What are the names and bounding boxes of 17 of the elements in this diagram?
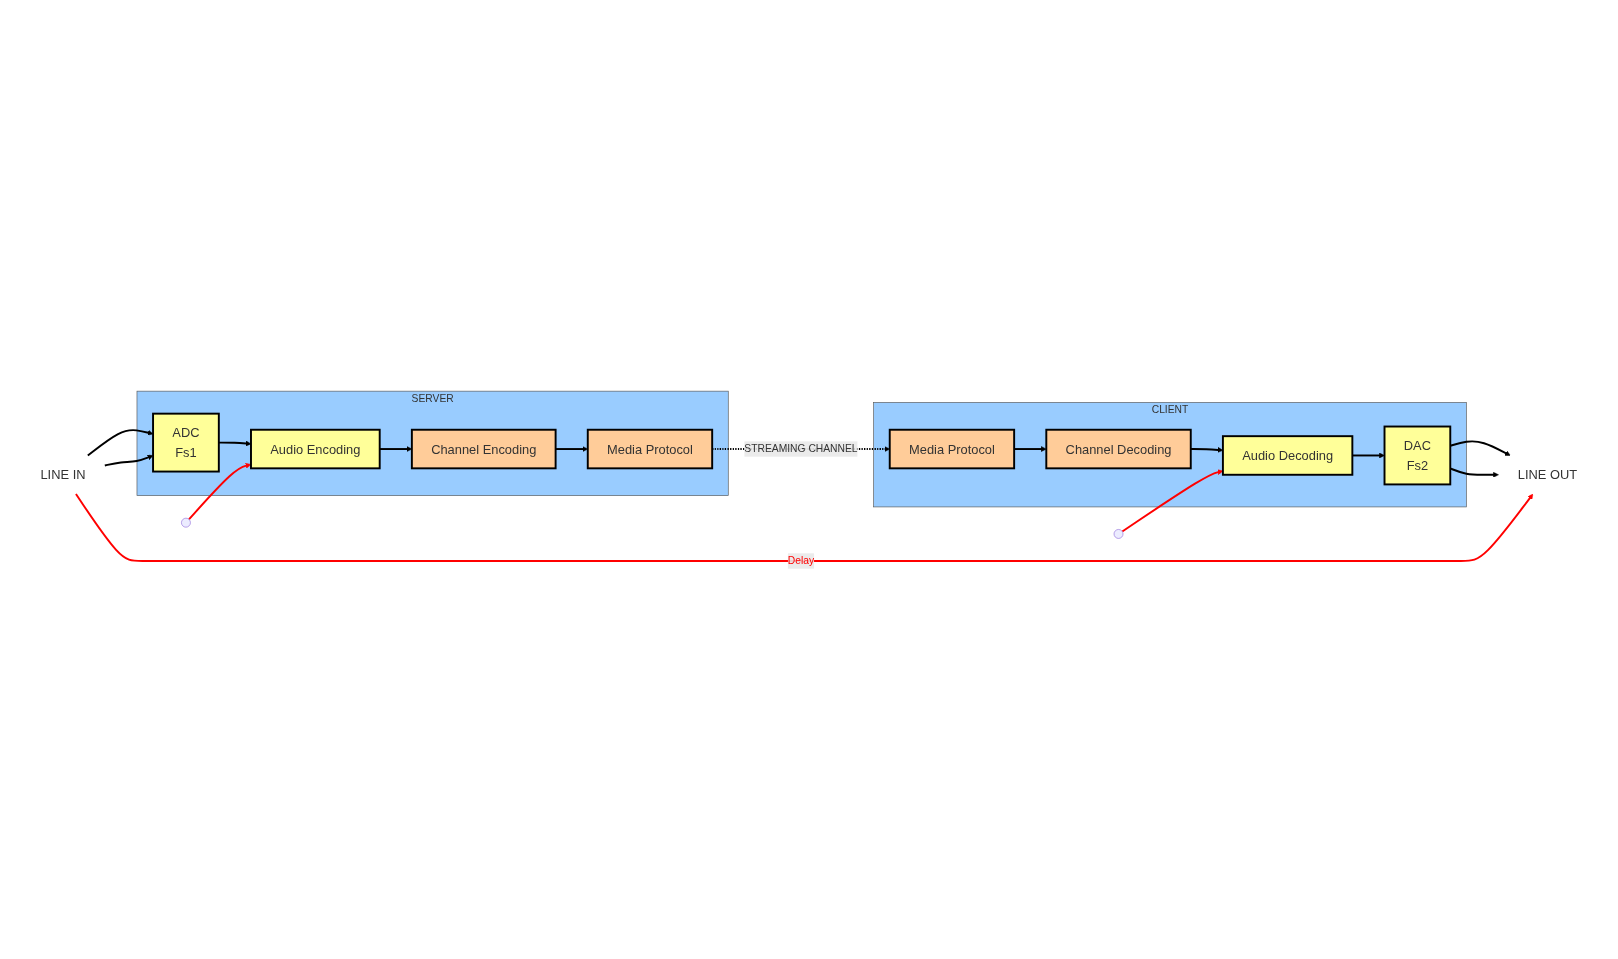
node-text: LINE IN [40,467,86,482]
node-box: Media Protocol [587,428,714,469]
arrow [87,428,154,456]
node-box: DAC Fs2 [1383,425,1452,485]
node-box: Audio Encoding [250,428,381,469]
edge-label: Delay [787,554,815,566]
arrow [188,462,252,520]
node-box: Audio Decoding [1222,434,1354,476]
node-box: Channel Decoding [1045,428,1192,469]
arrow [1121,468,1224,532]
node-box: ADC Fs1 [152,412,220,473]
node-box: Media Protocol [888,428,1016,469]
arrow [104,454,154,466]
edge-label: STREAMING CHANNEL [744,442,858,454]
node-box: Channel Encoding [411,428,557,469]
arrow [75,492,1534,562]
node-text: LINE OUT [1518,467,1578,482]
